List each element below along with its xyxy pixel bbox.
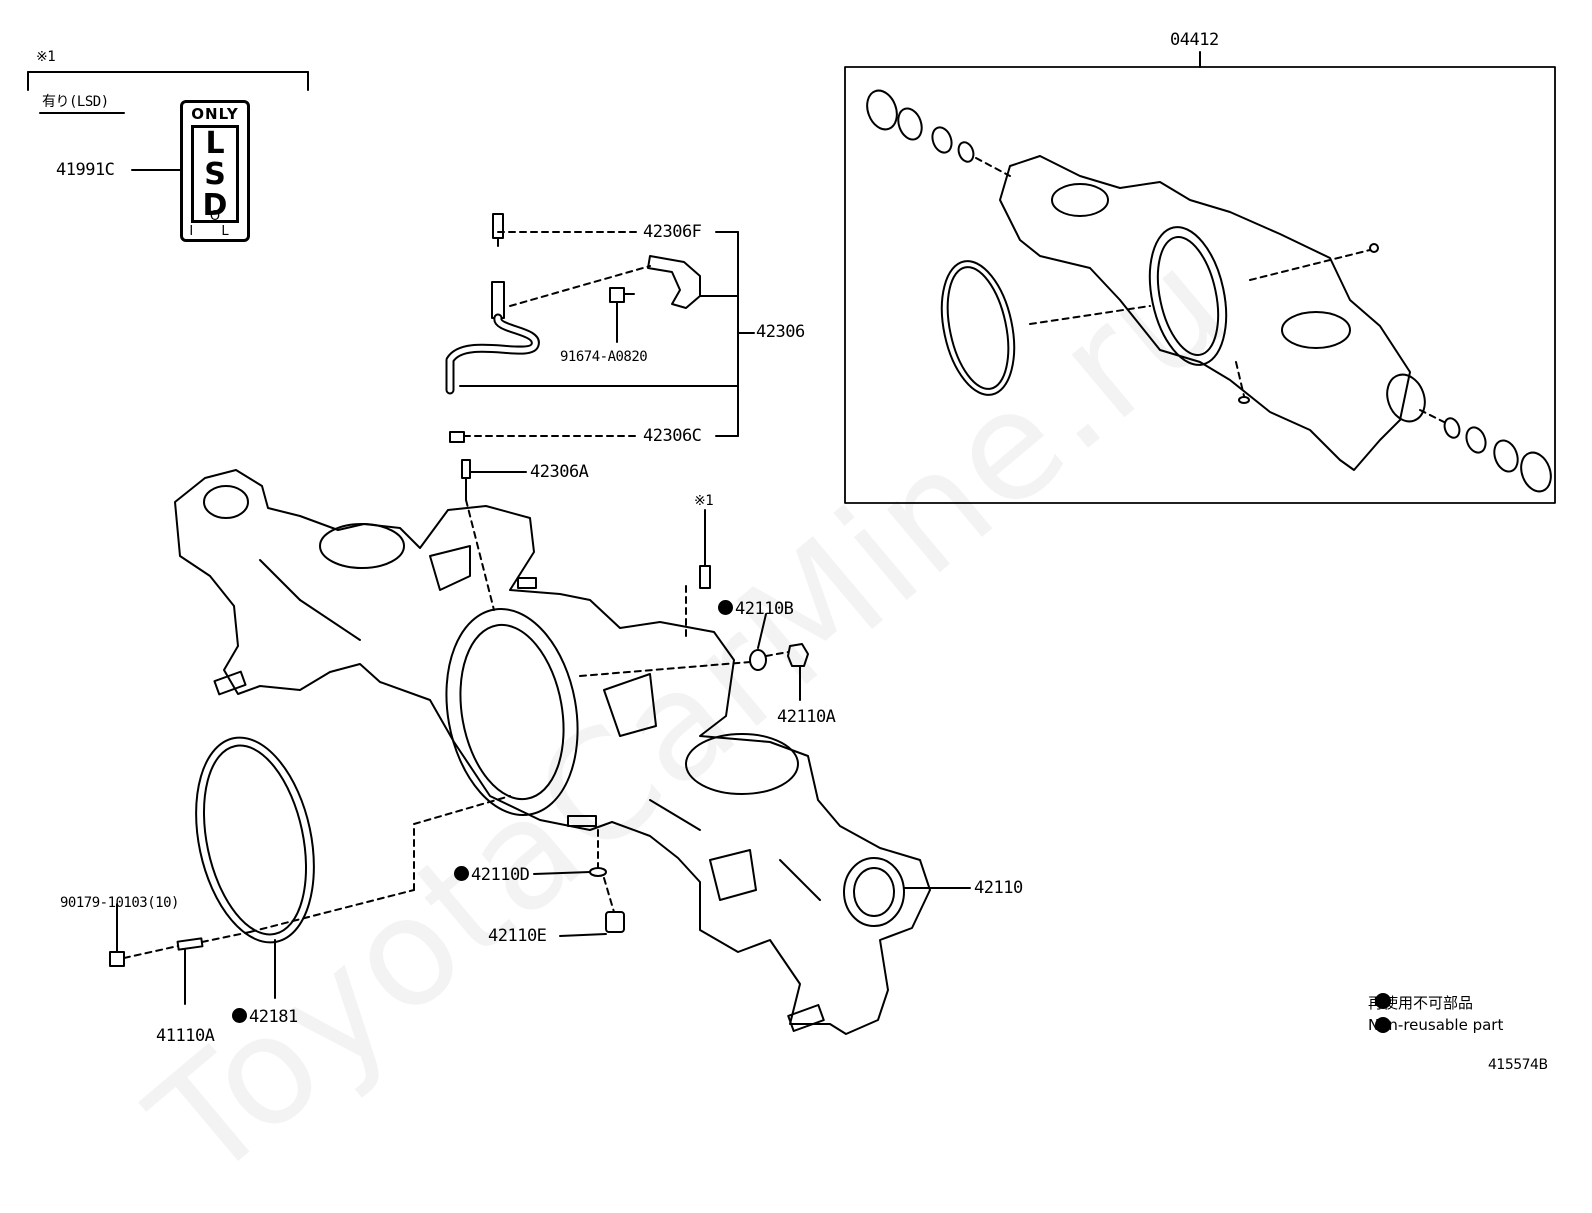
legend-bullet-2	[1375, 1017, 1391, 1033]
non-reusable-dot	[718, 600, 733, 615]
part-42306F[interactable]: 42306F	[643, 222, 702, 242]
rear-axle-housing	[174, 469, 931, 1035]
kit-04412-contents	[866, 89, 1552, 493]
note-mark-2: ※1	[694, 493, 714, 509]
legend-jp: 再使用不可部品	[1368, 994, 1474, 1012]
legend-en: Non-reusable part	[1368, 1016, 1504, 1034]
part-41991C[interactable]: 41991C	[56, 160, 115, 180]
lsd-label-small	[685, 509, 711, 641]
note-mark-1: ※1	[36, 49, 56, 65]
legend-bullet-1	[1375, 993, 1391, 1009]
badge-letter-d: D	[202, 187, 228, 223]
axle-housing-diagram	[27, 51, 1556, 1035]
lsd-only-oil-badge: ONLY L S D O I L	[180, 100, 250, 242]
part-91674-A0820[interactable]: 91674-A0820	[560, 349, 648, 365]
part-04412[interactable]: 04412	[1170, 30, 1219, 50]
lsd-condition-label: 有り(LSD)	[42, 94, 109, 110]
cover-gasket-42181	[195, 736, 315, 944]
non-reusable-dot	[232, 1008, 247, 1023]
part-42110[interactable]: 42110	[974, 878, 1023, 898]
filler-plug	[579, 613, 809, 701]
part-42110B-text: 42110B	[735, 599, 794, 619]
leaders-42306	[459, 231, 755, 473]
non-reusable-dot	[454, 866, 469, 881]
badge-core: L S D	[191, 125, 239, 223]
part-42110E[interactable]: 42110E	[488, 926, 547, 946]
diagram-id: 415574B	[1488, 1057, 1548, 1073]
badge-top-text: ONLY	[191, 105, 239, 123]
part-42306A[interactable]: 42306A	[530, 462, 589, 482]
part-90179-10103[interactable]: 90179-10103(10)	[60, 895, 179, 911]
part-42110B[interactable]: 42110B	[718, 599, 794, 619]
part-42306[interactable]: 42306	[756, 322, 805, 342]
breather-hose-assembly	[445, 213, 701, 611]
stud-nut	[109, 795, 511, 1005]
part-42181-text: 42181	[249, 1007, 298, 1027]
part-41110A[interactable]: 41110A	[156, 1026, 215, 1046]
kit-04412-box	[844, 51, 1556, 504]
badge-letter-s: S	[204, 156, 226, 192]
drain-plug	[533, 829, 625, 937]
part-42181[interactable]: 42181	[232, 1008, 298, 1026]
badge-bottom-text: O I L	[189, 209, 241, 239]
lsd-note-bracket	[27, 71, 309, 114]
badge-letter-l: L	[205, 125, 225, 161]
part-42306C[interactable]: 42306C	[643, 426, 702, 446]
part-42110D-text: 42110D	[471, 865, 530, 885]
part-42110D[interactable]: 42110D	[454, 865, 530, 885]
part-42110A[interactable]: 42110A	[777, 707, 836, 727]
